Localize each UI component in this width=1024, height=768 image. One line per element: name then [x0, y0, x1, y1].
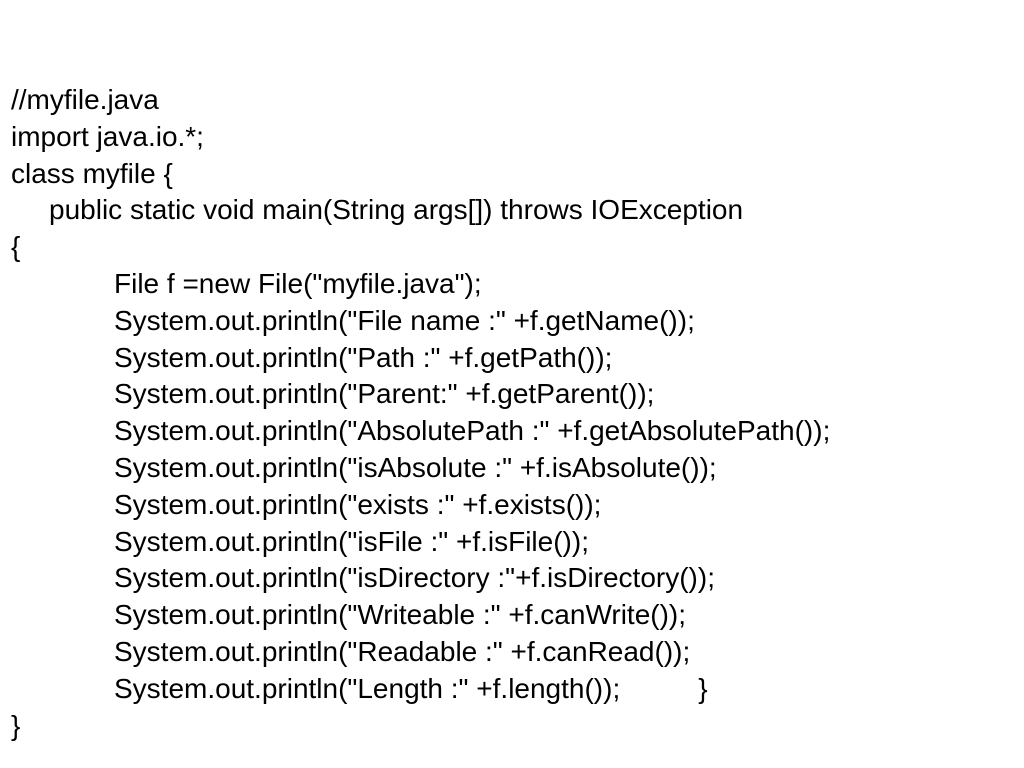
code-line: System.out.println("AbsolutePath :" +f.g…: [11, 413, 830, 450]
code-line: System.out.println("Path :" +f.getPath()…: [11, 340, 830, 377]
code-text: System.out.println("exists :" +f.exists(…: [114, 488, 602, 520]
code-text: System.out.println("Parent:" +f.getParen…: [114, 378, 655, 410]
code-line: System.out.println("Writeable :" +f.canW…: [11, 597, 830, 634]
code-line: import java.io.*;: [11, 119, 830, 156]
closing-brace: }: [698, 672, 708, 704]
code-text: //myfile.java: [11, 84, 159, 115]
code-text: System.out.println("Writeable :" +f.canW…: [114, 599, 687, 631]
code-text: System.out.println("isDirectory :"+f.isD…: [114, 562, 715, 594]
code-line: System.out.println("isDirectory :"+f.isD…: [11, 560, 830, 597]
code-line: System.out.println("Length :" +f.length(…: [11, 671, 830, 708]
code-text: }: [11, 709, 21, 741]
code-text: {: [11, 231, 21, 263]
code-text: System.out.println("AbsolutePath :" +f.g…: [114, 415, 831, 447]
code-line: System.out.println("exists :" +f.exists(…: [11, 487, 830, 524]
code-line: System.out.println("isAbsolute :" +f.isA…: [11, 450, 830, 487]
code-text: System.out.println("isFile :" +f.isFile(…: [114, 525, 589, 557]
code-text: System.out.println("Length :" +f.length(…: [114, 672, 621, 704]
code-line: System.out.println("Readable :" +f.canRe…: [11, 634, 830, 671]
code-line: //myfile.java: [11, 82, 830, 119]
code-line: class myfile {: [11, 156, 830, 193]
code-line: {: [11, 229, 830, 266]
code-text: class myfile {: [11, 157, 173, 189]
code-listing: //myfile.java import java.io.*; class myfi…: [11, 82, 830, 744]
code-text: System.out.println("File name :" +f.getN…: [114, 304, 695, 336]
code-line: System.out.println("isFile :" +f.isFile(…: [11, 524, 830, 561]
code-line: System.out.println("Parent:" +f.getParen…: [11, 376, 830, 413]
code-line: }: [11, 708, 830, 745]
code-text: System.out.println("isAbsolute :" +f.isA…: [114, 451, 717, 483]
code-text: import java.io.*;: [11, 120, 204, 152]
code-line: File f =new File("myfile.java");: [11, 266, 830, 303]
code-text: public static void main(String args[]) t…: [49, 194, 744, 226]
code-text: System.out.println("Path :" +f.getPath()…: [114, 341, 613, 373]
code-line: public static void main(String args[]) t…: [11, 192, 830, 229]
code-text: System.out.println("Readable :" +f.canRe…: [114, 635, 691, 667]
code-text: File f =new File("myfile.java");: [114, 267, 482, 299]
code-line: System.out.println("File name :" +f.getN…: [11, 303, 830, 340]
